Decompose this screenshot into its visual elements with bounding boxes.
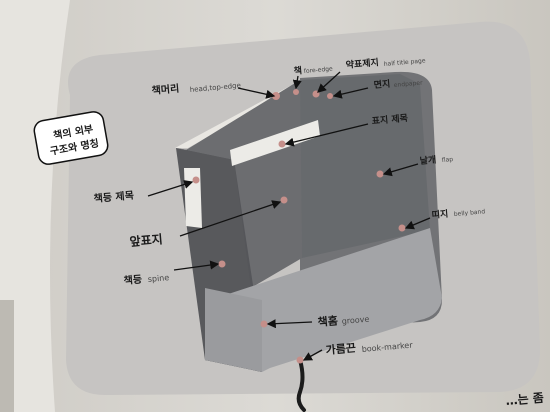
- leader-lines: [147, 71, 431, 361]
- front-cover-right: [300, 74, 430, 258]
- label-spine-en: spine: [147, 273, 169, 284]
- label-groove: 책홈: [317, 313, 338, 329]
- labels: 책머리 head,top-edge 책 fore-edge 약표제지 half …: [93, 56, 486, 357]
- label-groove-en: groove: [341, 315, 369, 326]
- dot-groove: [260, 320, 268, 328]
- marker-dots: [192, 89, 406, 364]
- label-fore: 책: [293, 64, 302, 77]
- dot-spine: [218, 260, 226, 268]
- label-fore-en: fore-edge: [304, 65, 334, 75]
- left-page-curl: [0, 0, 70, 412]
- label-flap: 날개: [419, 154, 437, 167]
- dot-spine-title: [192, 176, 200, 184]
- bookmark-ribbon: [296, 358, 306, 412]
- belly-band: [210, 228, 442, 372]
- footer-fragment: …는 좀: [505, 391, 544, 408]
- dot-cover-title: [278, 140, 286, 148]
- label-bellyband-en: belly band: [454, 208, 486, 218]
- label-bellyband: 띠지: [431, 208, 449, 221]
- label-front-cover: 앞표지: [129, 231, 163, 249]
- label-marker-en: book-marker: [361, 341, 413, 354]
- label-flap-en: flap: [442, 156, 454, 164]
- label-marker: 가름끈: [325, 340, 356, 357]
- spine-title-window: [184, 168, 202, 228]
- left-page-shadow: [0, 300, 14, 412]
- cover-title-window: [230, 120, 320, 166]
- label-endpaper-en: endpaper: [394, 79, 424, 89]
- label-halftitle-en: half title page: [384, 57, 427, 68]
- dot-flap: [376, 170, 384, 178]
- label-endpaper: 면지: [373, 78, 391, 91]
- dot-marker: [296, 356, 304, 364]
- label-halftitle: 약표제지: [345, 56, 379, 71]
- title-box: [33, 111, 109, 165]
- dot-front-cover: [280, 196, 288, 204]
- label-spine: 책등: [123, 272, 142, 287]
- dot-bellyband: [398, 224, 406, 232]
- dot-fore: [293, 89, 299, 95]
- dot-endpaper: [327, 93, 333, 99]
- spine-band: [205, 288, 262, 372]
- label-cover-title: 표지 제목: [371, 112, 408, 127]
- label-spine-title: 책등 제목: [93, 189, 134, 205]
- label-head: 책머리: [151, 82, 180, 97]
